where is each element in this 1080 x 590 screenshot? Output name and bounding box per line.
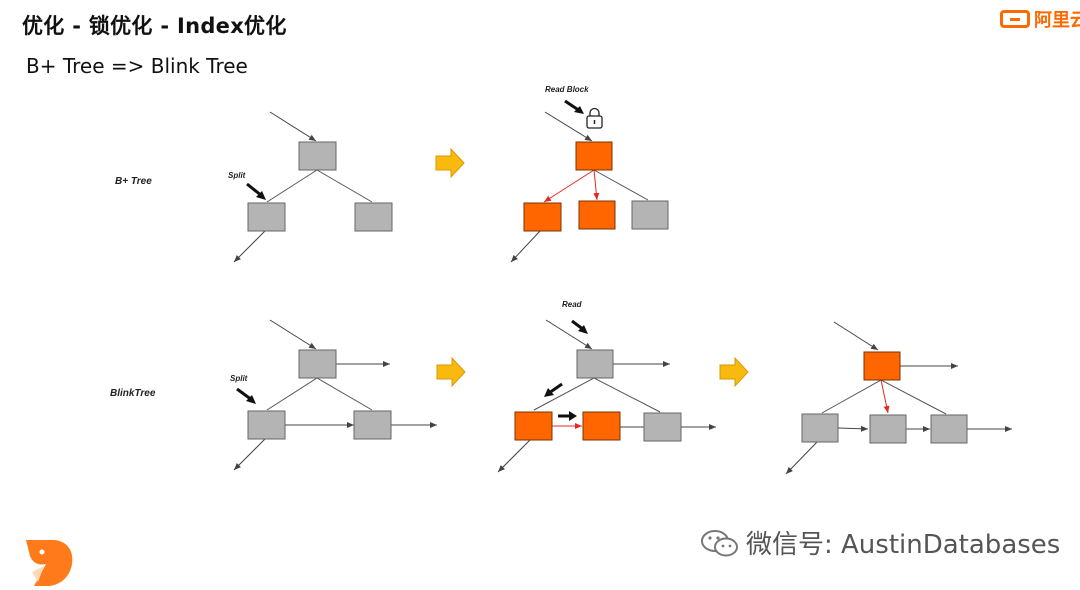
split-pointer-head xyxy=(256,191,266,200)
aliyun-logo-icon xyxy=(1000,10,1030,28)
edge xyxy=(266,169,318,203)
row-label-blink: BlinkTree xyxy=(110,388,156,399)
tree-node-locked xyxy=(575,141,613,171)
edge xyxy=(316,169,373,203)
split-label: Split xyxy=(230,374,248,383)
read-pointer-head xyxy=(578,325,588,334)
edge xyxy=(233,438,266,471)
edge xyxy=(269,319,317,350)
edge xyxy=(269,111,317,142)
read-label: Read xyxy=(562,300,583,309)
edge xyxy=(833,321,879,351)
edge xyxy=(593,169,600,201)
edge xyxy=(543,169,595,203)
tree-node-locked xyxy=(863,351,901,381)
tree-node-locked xyxy=(582,411,621,441)
split-pointer-head xyxy=(246,395,256,404)
edge xyxy=(316,377,373,411)
tree-node xyxy=(353,410,392,440)
tree-node-locked xyxy=(523,202,562,232)
tree-node-locked xyxy=(514,411,553,441)
tree-node xyxy=(298,349,337,379)
edge xyxy=(593,169,649,201)
transition-arrow-icon xyxy=(719,356,749,388)
edge xyxy=(266,377,318,411)
transition-arrow-icon xyxy=(436,356,466,388)
edge xyxy=(785,441,818,475)
wechat-watermark: 微信号: AustinDatabases xyxy=(700,524,1060,561)
edge xyxy=(510,230,541,263)
edge xyxy=(544,111,593,142)
read-block-label: Read Block xyxy=(545,85,589,94)
tree-node xyxy=(298,141,337,171)
tree-node xyxy=(643,412,682,442)
tree-node xyxy=(801,413,839,443)
edge xyxy=(533,377,595,411)
tree-node xyxy=(869,414,907,444)
edge xyxy=(497,439,531,473)
tree-node xyxy=(354,202,393,232)
tree-node xyxy=(576,349,614,379)
dinosaur-logo-icon xyxy=(26,540,73,586)
read-pointer-head xyxy=(544,388,554,397)
read-pointer-head xyxy=(574,106,584,114)
read-pointer-icon xyxy=(548,382,563,395)
edge xyxy=(880,379,947,415)
brand-logo: 阿里云 xyxy=(1000,6,1080,32)
page-title: 优化 - 锁优化 - Index优化 xyxy=(22,14,287,38)
watermark-text: 微信号: AustinDatabases xyxy=(746,530,1061,560)
tree-node xyxy=(247,410,286,440)
edge xyxy=(837,425,869,432)
edge xyxy=(821,379,882,414)
blink-tree-before: Split xyxy=(230,319,437,471)
page-subtitle: B+ Tree => Blink Tree xyxy=(26,54,248,78)
bplus-tree-locked: Read Block xyxy=(510,85,669,263)
edge xyxy=(233,230,266,263)
bplus-tree-before: Split xyxy=(228,111,393,263)
wechat-icon xyxy=(701,529,738,556)
split-label: Split xyxy=(228,171,246,180)
read-pointer-head xyxy=(569,411,577,421)
edge xyxy=(880,379,890,414)
tree-node-locked xyxy=(578,200,616,230)
blink-tree-reading: Read xyxy=(497,300,716,473)
tree-node xyxy=(631,200,669,230)
blink-tree-after xyxy=(785,321,1012,475)
brand-name: 阿里云 xyxy=(1034,10,1080,31)
row-label-bplus: B+ Tree xyxy=(115,176,152,187)
edge xyxy=(545,319,593,350)
transition-arrow-icon xyxy=(435,147,465,179)
edge xyxy=(593,377,661,413)
tree-node xyxy=(930,414,968,444)
tree-node xyxy=(247,202,286,232)
lock-icon xyxy=(586,107,603,129)
